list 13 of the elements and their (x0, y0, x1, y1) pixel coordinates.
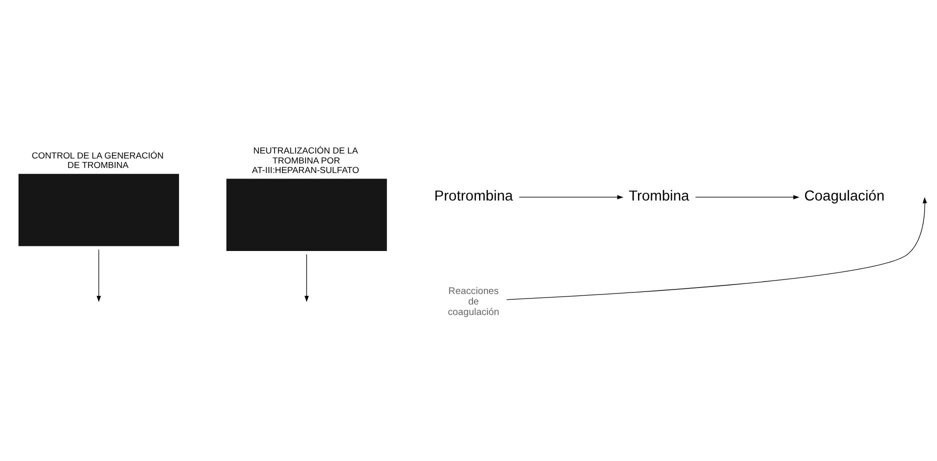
arrow (695, 195, 800, 200)
node-box (226, 178, 387, 251)
arrow (506, 197, 927, 300)
node-text: Trombina (628, 188, 690, 205)
node-label: NEUTRALIZACIÓN DE LA TROMBINA POR AT-III:HEPARAN-SULFATO (252, 146, 360, 175)
arrow (518, 195, 624, 200)
arrow (304, 254, 309, 302)
node-box (18, 174, 180, 246)
arrow (96, 249, 101, 302)
node-text: Reacciones de coagulación (448, 286, 500, 318)
node-text: Coagulación (804, 188, 885, 205)
node-label: CONTROL DE LA GENERACIÓN DE TROMBINA (32, 150, 164, 170)
node-text: Protrombina (434, 188, 513, 205)
